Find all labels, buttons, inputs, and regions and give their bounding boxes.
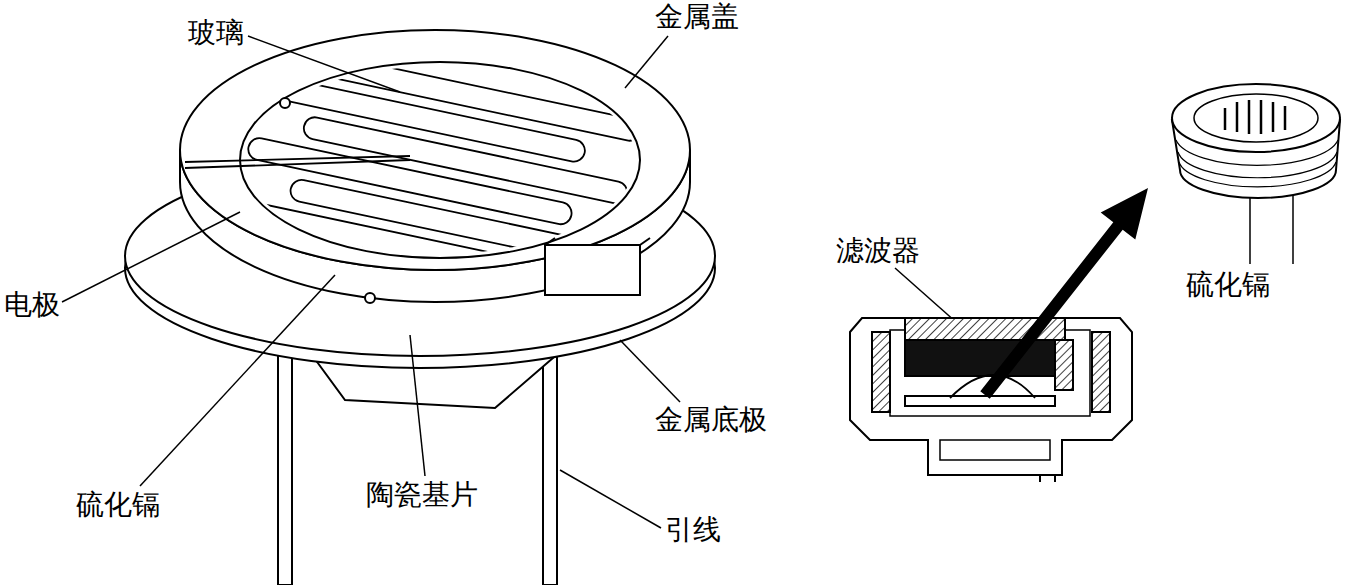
metal-cap	[180, 30, 690, 270]
cross-section	[850, 318, 1132, 482]
part-label: 引线	[665, 515, 721, 546]
part-label: 玻璃	[188, 18, 244, 49]
cutaway-notch	[545, 245, 640, 295]
device-cutaway	[125, 30, 715, 585]
part-label: 硫化镉	[76, 490, 160, 521]
part-label: 陶瓷基片	[366, 480, 478, 511]
pointer-arrow	[980, 188, 1148, 399]
filter-glass	[905, 340, 1055, 376]
part-label: 滤波器	[836, 236, 920, 267]
cds-cell	[1172, 84, 1340, 198]
part-label: 电极	[4, 290, 60, 321]
glass-window	[240, 62, 640, 258]
part-label: 硫化镉	[1186, 270, 1270, 301]
leader-lines	[62, 36, 1293, 528]
part-label: 金属盖	[655, 2, 739, 33]
part-label: 金属底极	[655, 405, 767, 436]
serpentine-electrode	[233, 42, 643, 299]
